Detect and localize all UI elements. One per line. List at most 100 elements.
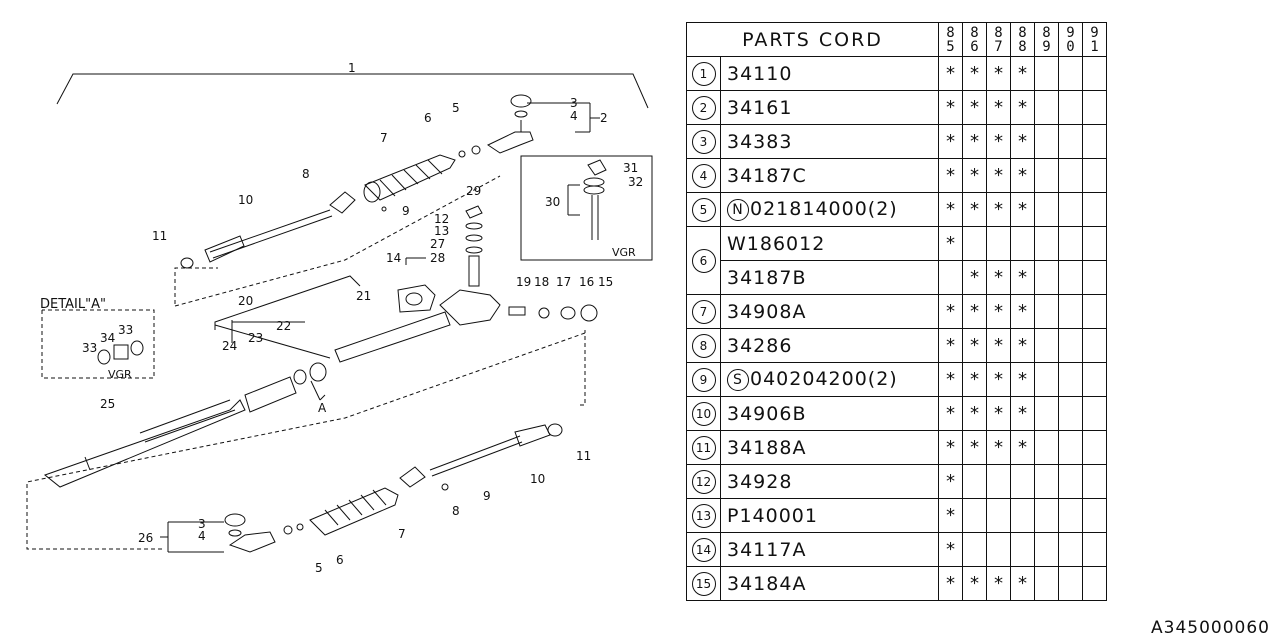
applicability-mark [962, 464, 987, 499]
applicability-mark: * [938, 56, 963, 91]
applicability-mark: * [986, 158, 1011, 193]
callout-14: 14 [386, 251, 401, 265]
applicability-mark: * [962, 260, 987, 295]
applicability-mark [1034, 396, 1059, 431]
callout-31: 31 [623, 161, 638, 175]
part-number-cell: W186012 [720, 226, 939, 261]
applicability-mark [1082, 532, 1107, 567]
callout-18: 18 [534, 275, 549, 289]
part-number-cell: 34117A [720, 532, 939, 567]
applicability-mark [1082, 362, 1107, 397]
applicability-mark [1034, 226, 1059, 261]
detail-a-title: DETAIL"A" [40, 297, 106, 312]
applicability-mark [1058, 124, 1083, 159]
applicability-mark: * [962, 430, 987, 465]
ref-index: 5 [691, 197, 716, 222]
applicability-mark: * [1010, 328, 1035, 363]
part-number: 34110 [727, 62, 793, 85]
ref-index: 9 [691, 367, 716, 392]
callout-24: 24 [222, 339, 237, 353]
part-number: 34906B [727, 402, 807, 425]
applicability-mark [938, 260, 963, 295]
callout-3: 3 [570, 96, 578, 110]
applicability-mark: * [962, 90, 987, 125]
applicability-mark [986, 464, 1011, 499]
applicability-mark [1082, 56, 1107, 91]
applicability-mark [1010, 498, 1035, 533]
part-number: 34928 [727, 470, 793, 493]
part-number-cell: 34908A [720, 294, 939, 329]
applicability-mark [1010, 226, 1035, 261]
ref-index: 7 [691, 299, 716, 324]
applicability-mark: * [938, 124, 963, 159]
part-number-cell: P140001 [720, 498, 939, 533]
ref-index: 12 [691, 469, 716, 494]
applicability-mark [1034, 498, 1059, 533]
applicability-mark: * [938, 362, 963, 397]
part-number-cell: 34906B [720, 396, 939, 431]
ref-index: 13 [691, 503, 716, 528]
applicability-mark: * [986, 192, 1011, 227]
applicability-mark [1034, 430, 1059, 465]
ref-index: 8 [691, 333, 716, 358]
ref-index-cell: 12 [686, 464, 721, 499]
applicability-mark: * [1010, 90, 1035, 125]
applicability-mark [962, 498, 987, 533]
ref-index-cell: 11 [686, 430, 721, 465]
ref-index: 4 [691, 163, 716, 188]
applicability-mark [1034, 294, 1059, 329]
ref-index-cell: 2 [686, 90, 721, 125]
ref-index: 15 [691, 571, 716, 596]
part-number: 34117A [727, 538, 807, 561]
applicability-mark: * [938, 396, 963, 431]
applicability-mark [1058, 294, 1083, 329]
part-number: W186012 [727, 232, 826, 255]
applicability-mark [1082, 294, 1107, 329]
applicability-mark: * [962, 566, 987, 601]
callout-23: 23 [248, 331, 263, 345]
applicability-mark: * [1010, 396, 1035, 431]
part-number-cell: 34187C [720, 158, 939, 193]
applicability-mark [1082, 430, 1107, 465]
callout-27: 27 [430, 237, 445, 251]
applicability-mark: * [962, 328, 987, 363]
callout-25: 25 [100, 397, 115, 411]
ref-index: 6 [691, 248, 716, 273]
applicability-mark: * [938, 328, 963, 363]
applicability-mark: * [1010, 124, 1035, 159]
inset-vgr-label: VGR [612, 246, 636, 259]
callout-3b: 3 [198, 517, 206, 531]
applicability-mark [1058, 498, 1083, 533]
part-number-cell: 34286 [720, 328, 939, 363]
callout-4: 4 [570, 109, 578, 123]
ref-index: 14 [691, 537, 716, 562]
ref-index-cell: 13 [686, 498, 721, 533]
applicability-mark: * [986, 328, 1011, 363]
applicability-mark: * [1010, 430, 1035, 465]
applicability-mark [962, 226, 987, 261]
applicability-mark: * [986, 396, 1011, 431]
applicability-mark [1058, 90, 1083, 125]
callout-7: 7 [380, 131, 388, 145]
applicability-mark [1010, 464, 1035, 499]
applicability-mark: * [986, 124, 1011, 159]
callout-22: 22 [276, 319, 291, 333]
applicability-mark: * [1010, 192, 1035, 227]
applicability-mark [1034, 532, 1059, 567]
part-prefix-icon: N [727, 198, 749, 221]
ref-index-cell: 3 [686, 124, 721, 159]
